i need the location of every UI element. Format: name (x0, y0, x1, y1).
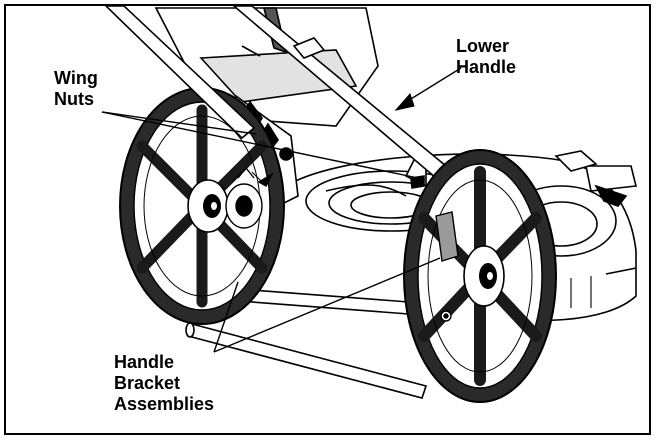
wing-nuts-leader (101, 111, 257, 135)
bracket-label-line-1: Handle (114, 352, 175, 372)
right-bracket-plate (435, 211, 459, 322)
bracket-label-line-2: Bracket (114, 373, 181, 393)
height-adjuster (225, 166, 274, 229)
bracket-label-line-3: Assemblies (114, 394, 215, 414)
bracket-leader-right (213, 257, 441, 353)
wing-nuts-label: Wing Nuts (54, 68, 98, 110)
axle-rod (185, 322, 428, 399)
left-wheel (119, 87, 285, 325)
right-wheel (403, 149, 557, 403)
wing-nuts-label-line-2: Nuts (54, 89, 94, 109)
wing-nuts-leader-2 (101, 111, 419, 179)
diagram-frame: Lower Handle Wing Nuts Handle Bracket As… (4, 4, 651, 435)
lower-handle-label-line-1: Lower (456, 36, 510, 56)
handle-bracket-assemblies-label: Handle Bracket Assemblies (114, 352, 214, 415)
bracket-leader-left (213, 281, 239, 353)
wing-nuts-label-line-1: Wing (54, 68, 98, 88)
lower-handle-label-line-2: Handle (456, 57, 517, 77)
leader-lines (101, 67, 462, 353)
mower-illustration (101, 6, 637, 403)
lower-handle-label: Lower Handle (456, 36, 516, 78)
lower-handle-leader (405, 67, 462, 103)
lower-handle-arrowhead (394, 93, 415, 111)
